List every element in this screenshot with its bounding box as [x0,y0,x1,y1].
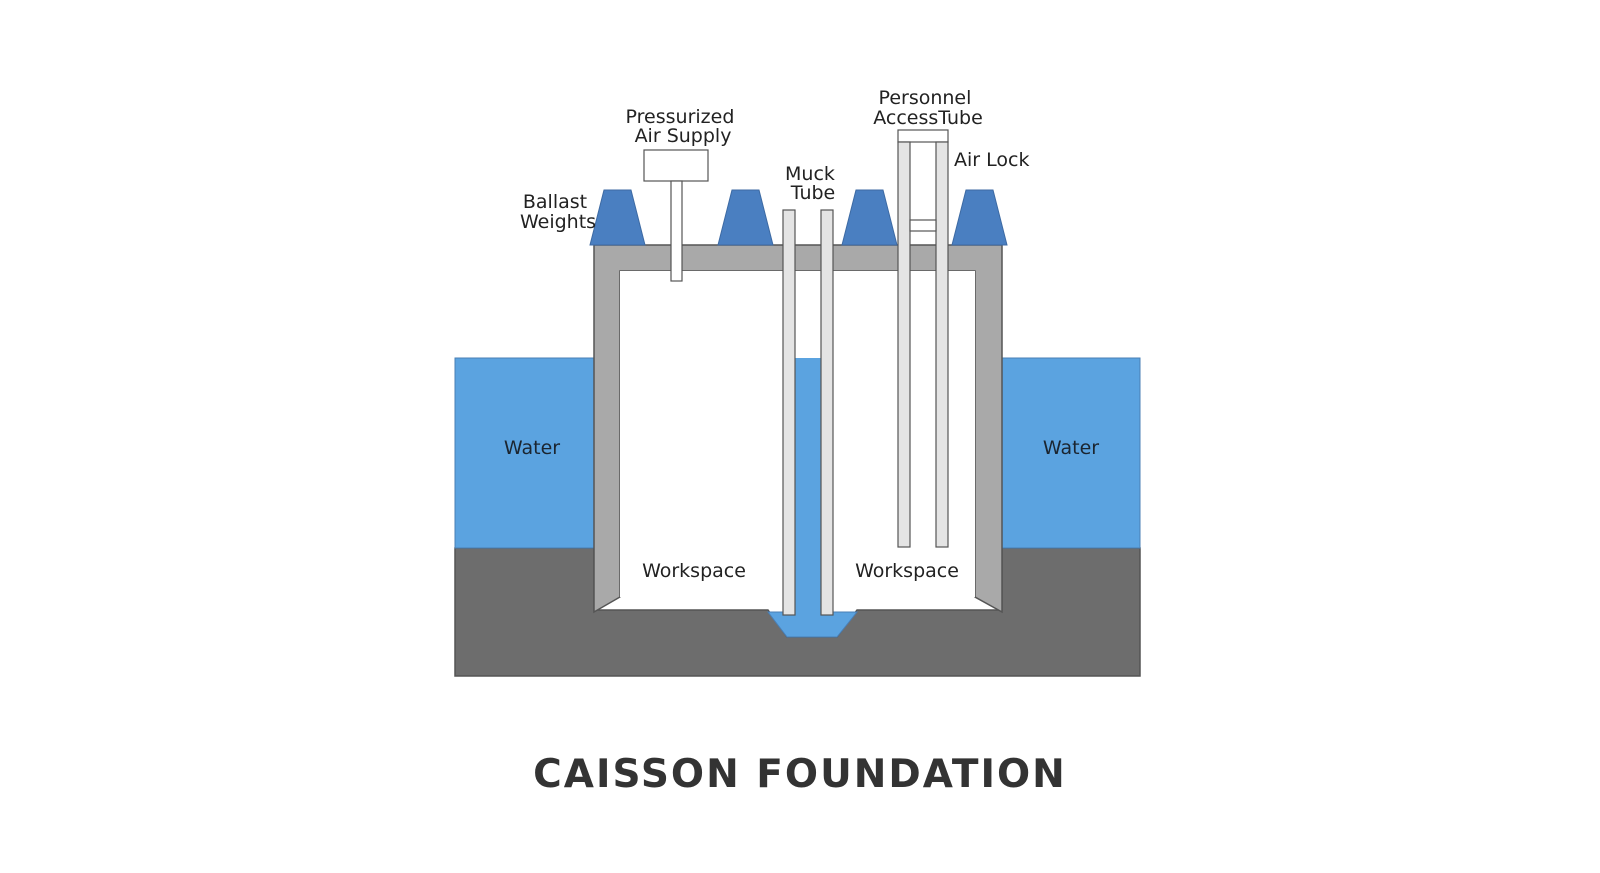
label-water-left: Water [504,437,560,459]
air-lock-hatch [909,219,937,232]
ballast-weight-4 [951,189,1008,246]
access-tube-right-wall [935,141,949,548]
ballast-weight-3 [841,189,898,246]
ballast-weight-2 [717,189,774,246]
muck-tube-water [795,358,821,613]
air-supply-box [643,149,709,182]
water-right [1001,357,1141,549]
muck-tube-right-wall [820,209,834,616]
label-personnel-access-tube: Personnel AccessTube [873,87,983,129]
access-tube-left-wall [897,141,911,548]
label-air-lock: Air Lock [954,149,1029,171]
label-workspace-left: Workspace [642,560,746,582]
air-supply-pipe [670,180,683,282]
ballast-weight-1 [589,189,646,246]
label-pressurized-air-supply: Pressurized Air Supply [626,106,741,147]
access-tube-cap [897,129,949,143]
muck-tube-left-wall [782,209,796,616]
diagram-caption: CAISSON FOUNDATION [533,752,1067,797]
label-ballast-weights: Ballast Weights [520,191,596,233]
label-water-right: Water [1043,437,1099,459]
label-workspace-right: Workspace [855,560,959,582]
label-muck-tube: Muck Tube [785,163,841,204]
